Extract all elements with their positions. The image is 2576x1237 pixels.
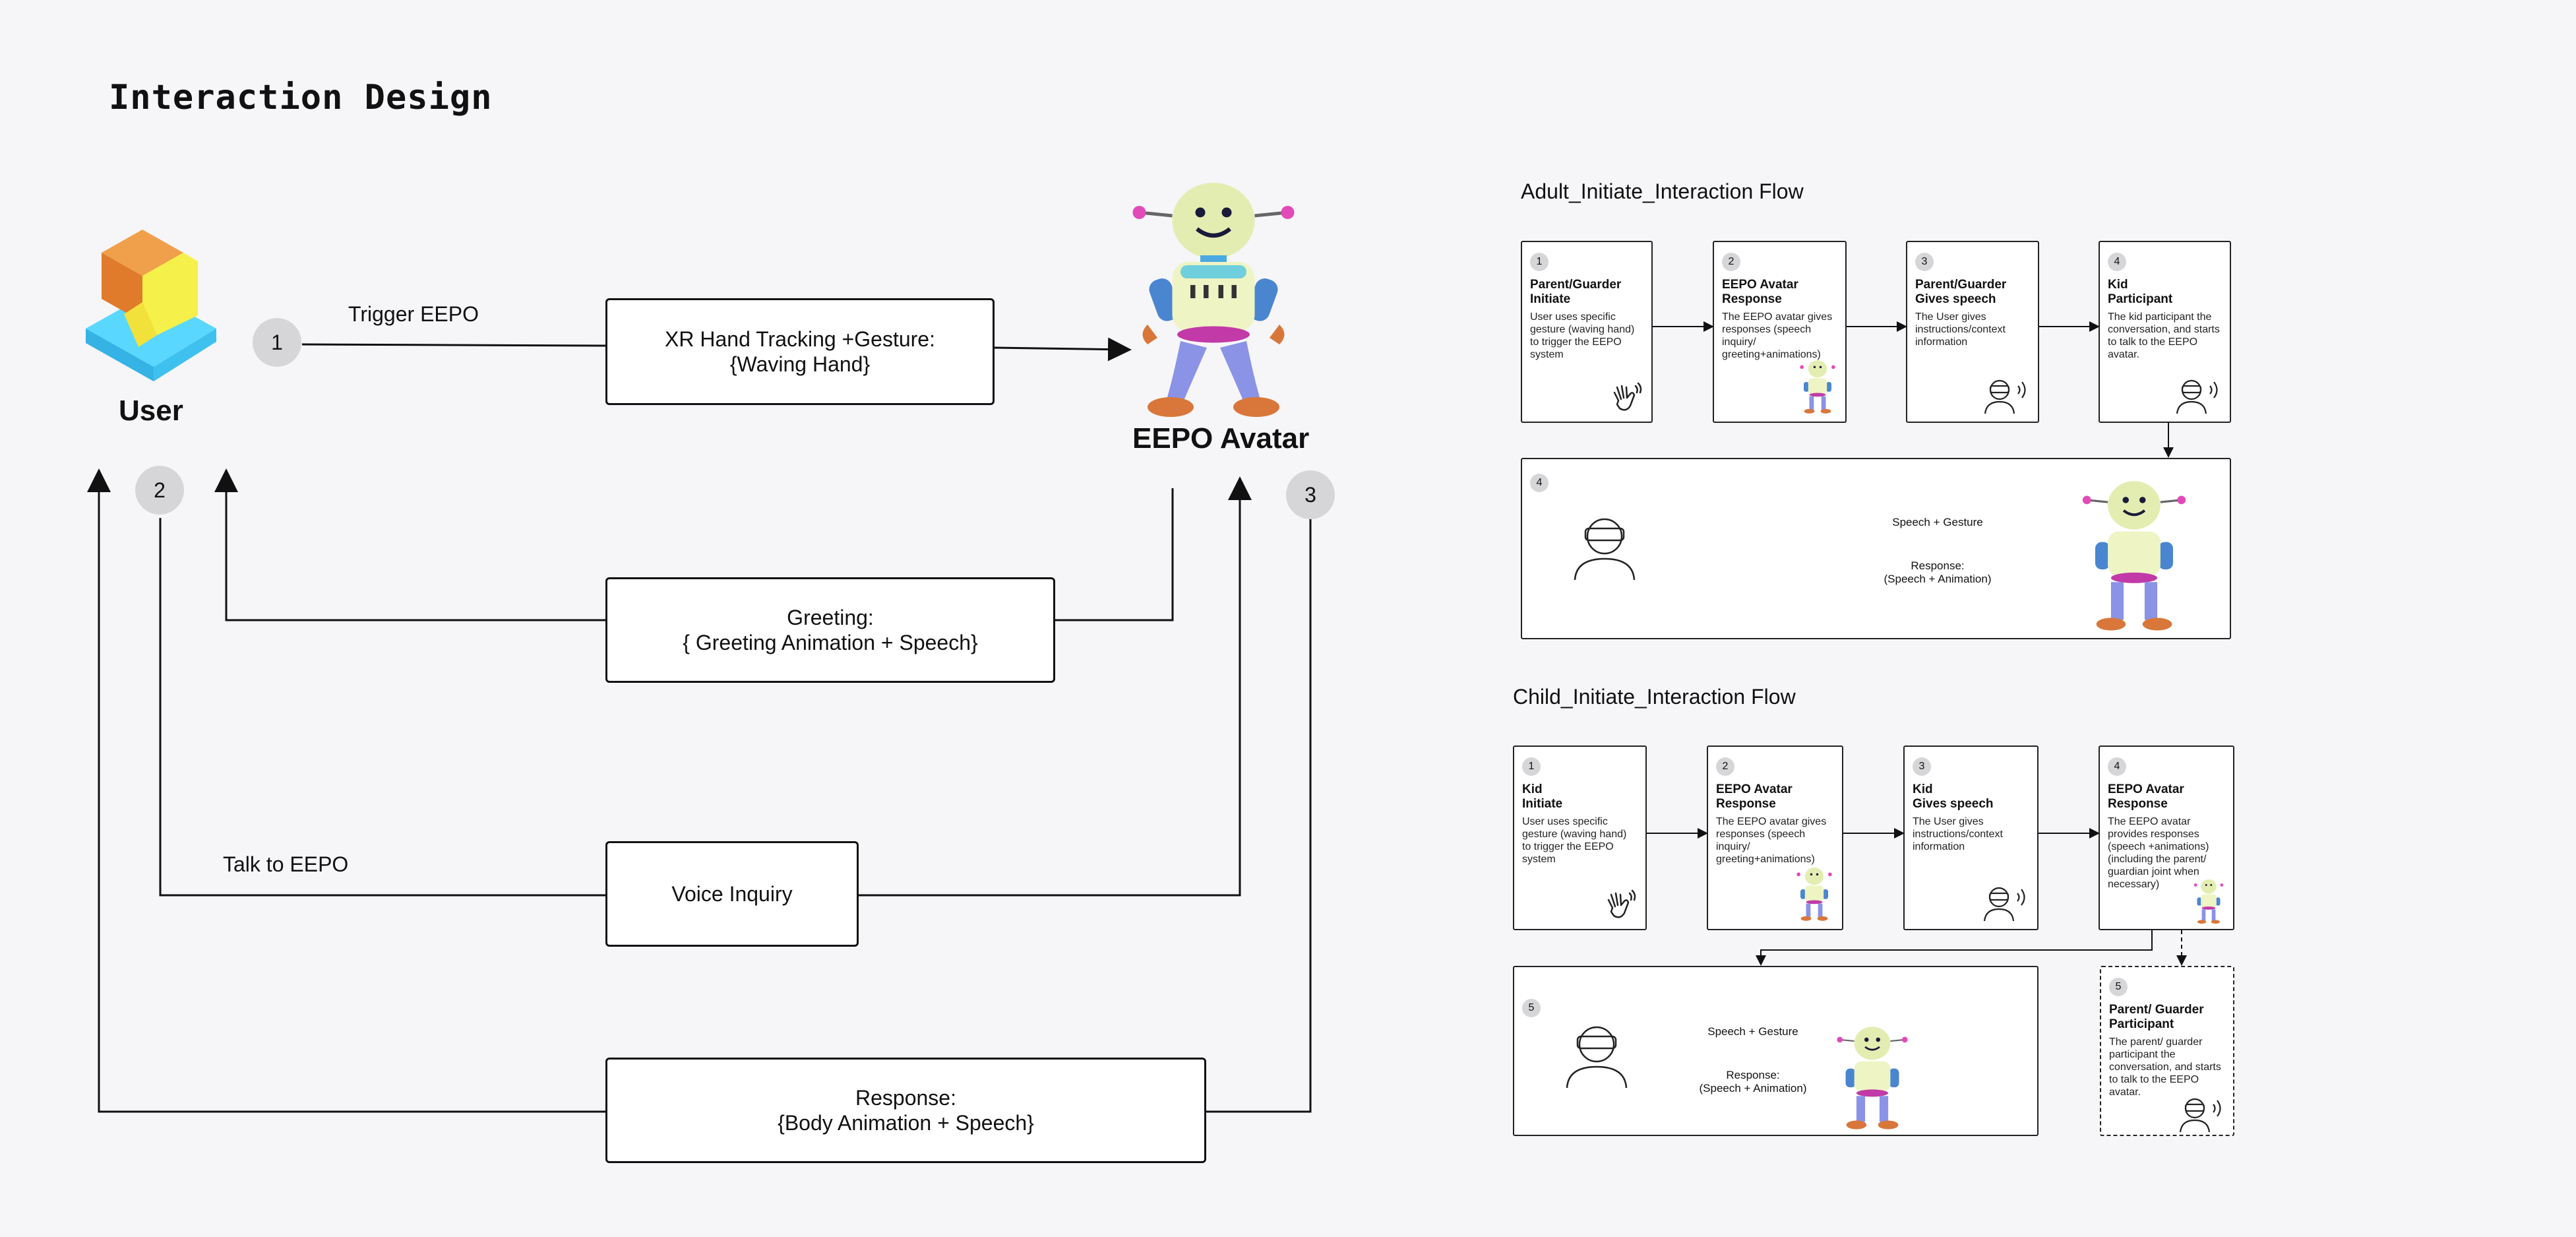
- card-title: Parent/Guarder Initiate: [1530, 278, 1622, 306]
- robot-avatar-icon: [1796, 868, 1832, 921]
- greeting-box: Greeting: { Greeting Animation + Speech}: [605, 577, 1055, 683]
- card-title: Kid Initiate: [1522, 782, 1563, 811]
- vr-user-icon: [1574, 518, 1636, 581]
- card-desc: The kid participant the conversation, an…: [2108, 311, 2220, 360]
- child-card-3: 3 Kid Gives speech The User gives instru…: [1903, 745, 2039, 930]
- adult-card-2: 2 EEPO Avatar Response The EEPO avatar g…: [1713, 241, 1847, 423]
- card-number: 3: [1913, 757, 1931, 776]
- child-optional-card: 5 Parent/ Guarder Participant The parent…: [2100, 966, 2234, 1136]
- vr-user-speaking-icon: [2179, 1098, 2221, 1133]
- hand-tracking-box: XR Hand Tracking +Gesture: {Waving Hand}: [605, 298, 995, 405]
- adult-card-1: 1 Parent/Guarder Initiate User uses spec…: [1521, 241, 1653, 423]
- back-label: Response: (Speech + Animation): [1884, 559, 1992, 585]
- card-title: Kid Participant: [2108, 278, 2173, 306]
- step-2-circle: 2: [135, 466, 184, 515]
- card-desc: The EEPO avatar provides responses (spee…: [2108, 816, 2209, 890]
- avatar-label: EEPO Avatar: [1132, 422, 1310, 455]
- card-desc: User uses specific gesture (waving hand)…: [1522, 816, 1627, 865]
- vr-user-speaking-icon: [2176, 379, 2218, 414]
- child-conversation-panel: 5 Speech + Gesture Response: (Speech + A…: [1513, 966, 2039, 1136]
- card-title: Kid Gives speech: [1913, 782, 1994, 811]
- card-desc: The EEPO avatar gives responses (speech …: [1722, 311, 1833, 360]
- waving-hand-icon: [1613, 382, 1642, 411]
- adult-flow-title: Adult_Initiate_Interaction Flow: [1521, 179, 1804, 203]
- vr-user-speaking-icon: [1983, 887, 2025, 922]
- child-flow-title: Child_Initiate_Interaction Flow: [1513, 685, 1796, 709]
- adult-card-3: 3 Parent/Guarder Gives speech The User g…: [1906, 241, 2039, 423]
- adult-conversation-panel: 4 Speech + Gesture Response: (Speech + A…: [1521, 458, 2231, 639]
- robot-avatar-icon: [2082, 481, 2186, 631]
- child-card-1: 1 Kid Initiate User uses specific gestur…: [1513, 745, 1647, 930]
- card-desc: The parent/ guarder participant the conv…: [2109, 1036, 2221, 1098]
- adult-card-4: 4 Kid Participant The kid participant th…: [2099, 241, 2231, 423]
- card-title: EEPO Avatar Response: [2108, 782, 2184, 811]
- card-number: 4: [2108, 757, 2126, 776]
- step-1-circle: 1: [253, 318, 301, 367]
- card-number: 5: [2109, 978, 2128, 996]
- waving-hand-icon: [1607, 889, 1636, 918]
- vr-user-icon: [1566, 1026, 1628, 1089]
- eepo-avatar-icon: [1132, 183, 1295, 417]
- card-number: 3: [1915, 253, 1934, 271]
- card-desc: The EEPO avatar gives responses (speech …: [1716, 816, 1827, 865]
- panel-number: 4: [1530, 474, 1549, 492]
- response-box: Response: {Body Animation + Speech}: [605, 1058, 1206, 1163]
- step-3-circle: 3: [1286, 470, 1335, 519]
- user-label: User: [119, 395, 183, 427]
- voice-inquiry-box: Voice Inquiry: [605, 841, 859, 947]
- child-card-4: 4 EEPO Avatar Response The EEPO avatar p…: [2099, 745, 2234, 930]
- robot-avatar-icon: [1837, 1027, 1908, 1129]
- card-number: 4: [2108, 253, 2126, 271]
- card-desc: The User gives instructions/context info…: [1913, 816, 2003, 852]
- forward-label: Speech + Gesture: [1892, 516, 1983, 528]
- forward-label: Speech + Gesture: [1707, 1025, 1798, 1038]
- card-number: 1: [1530, 253, 1549, 271]
- trigger-label: Trigger EEPO: [348, 302, 479, 326]
- card-title: EEPO Avatar Response: [1716, 782, 1793, 811]
- card-desc: User uses specific gesture (waving hand)…: [1530, 311, 1635, 360]
- panel-number: 5: [1522, 999, 1541, 1017]
- back-label: Response: (Speech + Animation): [1699, 1069, 1807, 1094]
- card-title: Parent/Guarder Gives speech: [1915, 278, 2007, 306]
- card-number: 1: [1522, 757, 1541, 776]
- robot-avatar-icon: [1800, 360, 1835, 414]
- page-title: Interaction Design: [109, 78, 493, 117]
- robot-avatar-icon: [2193, 879, 2224, 924]
- user-cube-icon: [86, 230, 216, 381]
- card-number: 2: [1722, 253, 1740, 271]
- card-title: Parent/ Guarder Participant: [2109, 1003, 2204, 1031]
- child-card-2: 2 EEPO Avatar Response The EEPO avatar g…: [1707, 745, 1843, 930]
- card-number: 2: [1716, 757, 1734, 776]
- card-desc: The User gives instructions/context info…: [1915, 311, 2006, 348]
- vr-user-speaking-icon: [1984, 379, 2026, 414]
- card-title: EEPO Avatar Response: [1722, 278, 1798, 306]
- talk-label: Talk to EEPO: [223, 852, 349, 876]
